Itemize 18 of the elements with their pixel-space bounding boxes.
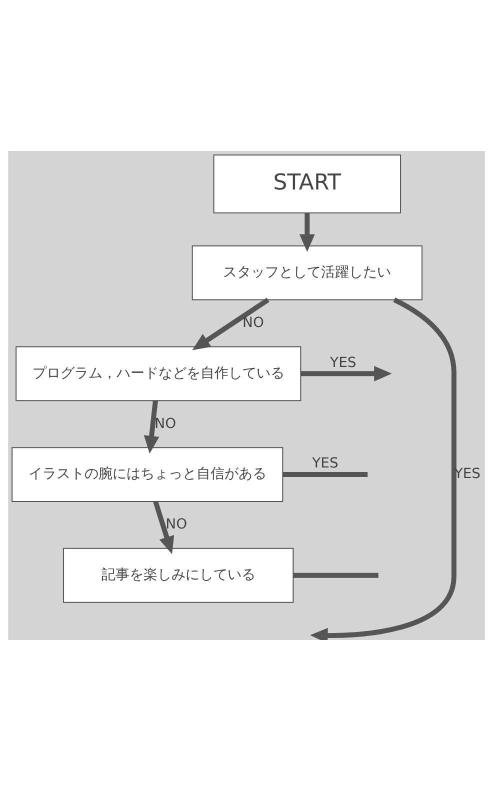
arrow: [144, 400, 160, 454]
edge-label: NO: [242, 314, 264, 331]
arrow: [300, 366, 392, 382]
arrow: [299, 212, 315, 252]
node-box: プログラム，ハードなどを自作している: [16, 346, 302, 402]
arrow: [153, 500, 174, 554]
connector: [293, 572, 378, 578]
node-box: スタッフとして活躍したい: [192, 245, 422, 300]
arrow: [192, 298, 270, 350]
node-box: イラストの腕にはちょっと自信がある: [12, 447, 284, 502]
edge-label: YES: [330, 354, 356, 371]
arrow: [310, 298, 456, 640]
edge-label: YES: [312, 456, 338, 472]
edge-label: NO: [154, 416, 176, 432]
node-box: START: [213, 154, 402, 214]
edge-label: NO: [166, 516, 188, 533]
node-box: 記事を楽しみにしている: [63, 548, 294, 603]
connector: [282, 472, 368, 478]
